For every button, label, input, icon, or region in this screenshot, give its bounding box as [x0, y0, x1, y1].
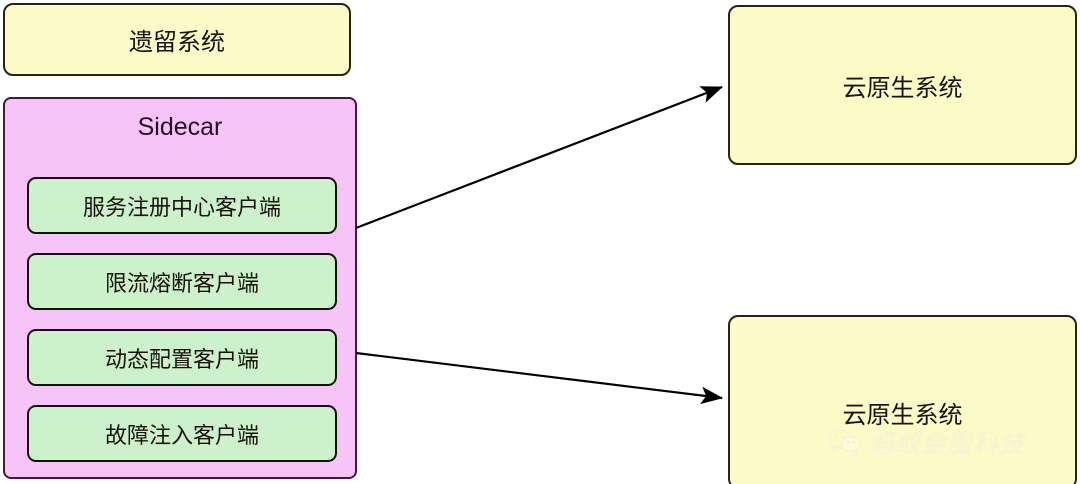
- edge-sidecar-to-cloud-native-top: [355, 85, 724, 230]
- node-dynamic-config-client[interactable]: 动态配置客户端: [27, 329, 337, 386]
- node-cloud-native-system-top[interactable]: 云原生系统: [728, 5, 1077, 165]
- node-fault-injection-client-label: 故障注入客户端: [104, 422, 259, 448]
- node-sidecar-title: Sidecar: [137, 113, 223, 141]
- node-cloud-native-system-bottom[interactable]: 云原生系统: [728, 315, 1077, 484]
- node-fault-injection-client[interactable]: 故障注入客户端: [27, 405, 337, 462]
- node-cloud-native-system-top-label: 云原生系统: [842, 74, 963, 102]
- watermark: 蚂蚁金服科技: [828, 424, 1025, 460]
- node-dynamic-config-client-label: 动态配置客户端: [104, 346, 259, 372]
- wechat-icon: [828, 429, 862, 456]
- node-legacy-system-label: 遗留系统: [129, 29, 225, 56]
- node-cloud-native-system-bottom-label: 云原生系统: [842, 402, 963, 429]
- node-rate-limit-circuit-breaker-client[interactable]: 限流熔断客户端: [27, 253, 337, 310]
- watermark-text: 蚂蚁金服科技: [869, 430, 1026, 458]
- node-sidecar[interactable]: Sidecar 服务注册中心客户端 限流熔断客户端 动态配置客户端 故障注入客户…: [3, 97, 357, 479]
- node-legacy-system[interactable]: 遗留系统: [3, 3, 351, 76]
- node-service-registry-client-label: 服务注册中心客户端: [82, 194, 281, 220]
- node-rate-limit-circuit-breaker-client-label: 限流熔断客户端: [104, 270, 259, 296]
- node-service-registry-client[interactable]: 服务注册中心客户端: [27, 177, 337, 234]
- edge-sidecar-to-cloud-native-bottom: [355, 351, 724, 405]
